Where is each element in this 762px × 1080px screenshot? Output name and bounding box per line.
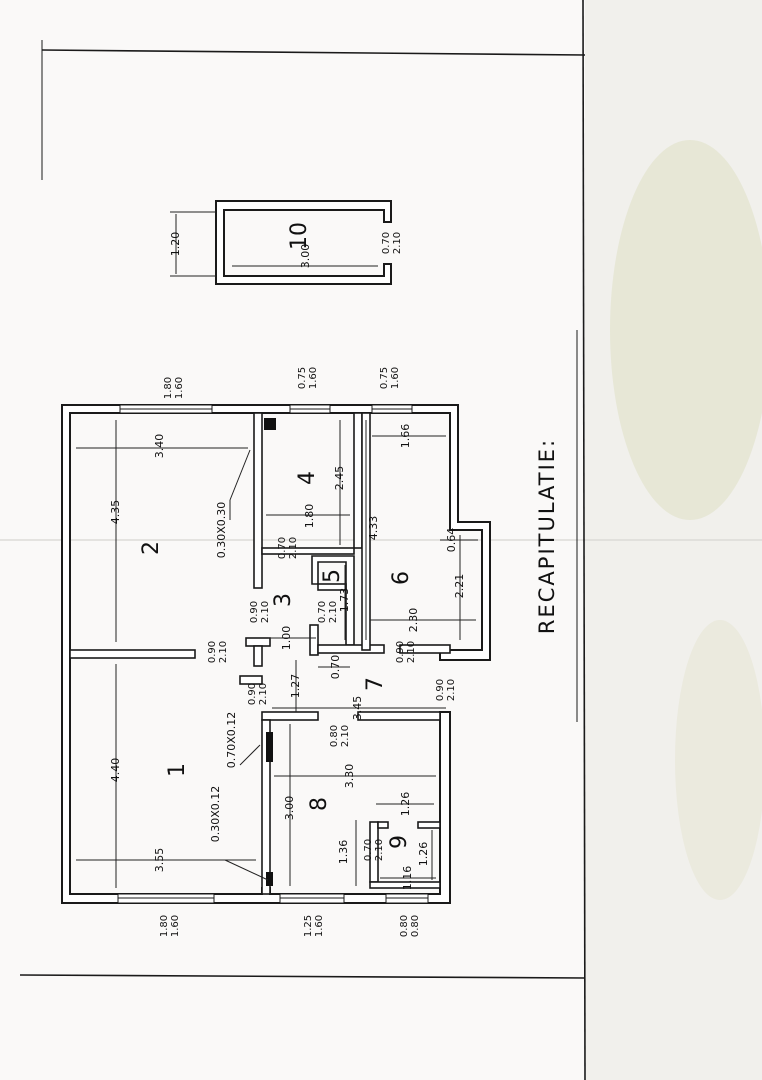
paper-stain bbox=[675, 620, 762, 900]
paper-stain bbox=[610, 140, 762, 520]
opening-label-win-r2: 1.801.60 bbox=[163, 377, 185, 399]
exterior-wall bbox=[61, 404, 491, 904]
opening-label-door-r6: 0.902.10 bbox=[395, 641, 417, 663]
frame-top-line bbox=[41, 49, 586, 56]
opening-label-door-r5: 0.702.10 bbox=[317, 601, 339, 623]
dim-r3-width: 1.73 bbox=[338, 588, 351, 613]
room-label-9: 9 bbox=[387, 835, 412, 849]
dim-r7-width: 1.27 bbox=[289, 674, 302, 699]
dim-r6-width: 4.33 bbox=[367, 516, 380, 541]
recap-title: RECAPITULATIE: bbox=[535, 438, 559, 634]
dim-r4-width: 2.45 bbox=[333, 466, 346, 491]
opening-label-door-r4: 0.702.10 bbox=[277, 537, 299, 559]
room-10 bbox=[170, 200, 392, 285]
room-label-6: 6 bbox=[389, 571, 414, 585]
pillar-bottom bbox=[266, 872, 273, 886]
opening-label-door-r9: 0.702.10 bbox=[363, 839, 385, 861]
dim-pillar-top: 0.30X0.30 bbox=[215, 502, 228, 559]
dim-r2-width: 4.35 bbox=[109, 500, 122, 525]
dim-r6-niche-depth: 2.21 bbox=[453, 574, 466, 599]
dim-r6-niche: 0.64 bbox=[445, 528, 458, 553]
dim-r8-width: 3.00 bbox=[283, 796, 296, 821]
room-label-3: 3 bbox=[271, 593, 296, 607]
opening-label-win-r8: 1.251.60 bbox=[303, 915, 325, 937]
opening-label-win-r4: 0.751.60 bbox=[297, 367, 319, 389]
room-label-10: 10 bbox=[287, 222, 312, 250]
dim-r8-length: 3.30 bbox=[343, 764, 356, 789]
opening-label-door-r8: 0.802.10 bbox=[329, 725, 351, 747]
room-label-2: 2 bbox=[139, 541, 164, 555]
dim-r10-width: 1.20 bbox=[169, 232, 182, 257]
pillar-mid bbox=[266, 732, 273, 762]
dim-r1-length: 3.55 bbox=[153, 848, 166, 873]
dimension-lines bbox=[76, 420, 478, 888]
opening-label-door-r7: 0.902.10 bbox=[435, 679, 457, 701]
dim-pillar-bottom: 0.30X0.12 bbox=[209, 786, 222, 843]
dim-r3-length: 1.00 bbox=[280, 626, 293, 651]
dim-r6-length: 1.66 bbox=[399, 424, 412, 449]
frame-right-line bbox=[582, 0, 586, 1080]
pillar-top bbox=[264, 418, 276, 430]
room-label-4: 4 bbox=[295, 471, 320, 485]
opening-label-door-r3: 0.902.10 bbox=[249, 601, 271, 623]
opening-label-door-r1: 0.902.10 bbox=[247, 683, 269, 705]
dim-r2-length: 3.40 bbox=[153, 434, 166, 459]
opening-label-win-r6: 0.751.60 bbox=[379, 367, 401, 389]
opening-label-door-r2: 0.902.10 bbox=[207, 641, 229, 663]
openings-labels: 0.702.10 1.801.60 0.751.60 0.751.60 0.702.10… bbox=[159, 232, 457, 937]
dim-r4-length: 1.80 bbox=[303, 504, 316, 529]
dim-r9-width: 1.26 bbox=[417, 842, 430, 867]
opening-label-r10-door: 0.702.10 bbox=[381, 232, 403, 254]
dim-r8-side: 1.36 bbox=[337, 840, 350, 865]
opening-label-win-r1: 1.801.60 bbox=[159, 915, 181, 937]
frame-bottom-line bbox=[19, 974, 586, 979]
room-label-5: 5 bbox=[320, 569, 345, 583]
dim-pillar-mid: 0.70X0.12 bbox=[225, 712, 238, 769]
dim-r9-bottom: 1.16 bbox=[401, 866, 414, 891]
dim-r5-length: 0.70 bbox=[329, 655, 342, 680]
dim-r9-top: 1.26 bbox=[399, 792, 412, 817]
opening-label-win-r9: 0.800.80 bbox=[399, 915, 421, 937]
room-label-1: 1 bbox=[165, 763, 190, 777]
room-label-8: 8 bbox=[307, 797, 332, 811]
dim-r10-length: 3.00 bbox=[299, 244, 312, 269]
dim-r1-width: 4.40 bbox=[109, 758, 122, 783]
dim-r7-length: 3.45 bbox=[351, 696, 364, 721]
room-label-7: 7 bbox=[363, 677, 388, 691]
dim-r6-bottom: 2.30 bbox=[407, 608, 420, 633]
